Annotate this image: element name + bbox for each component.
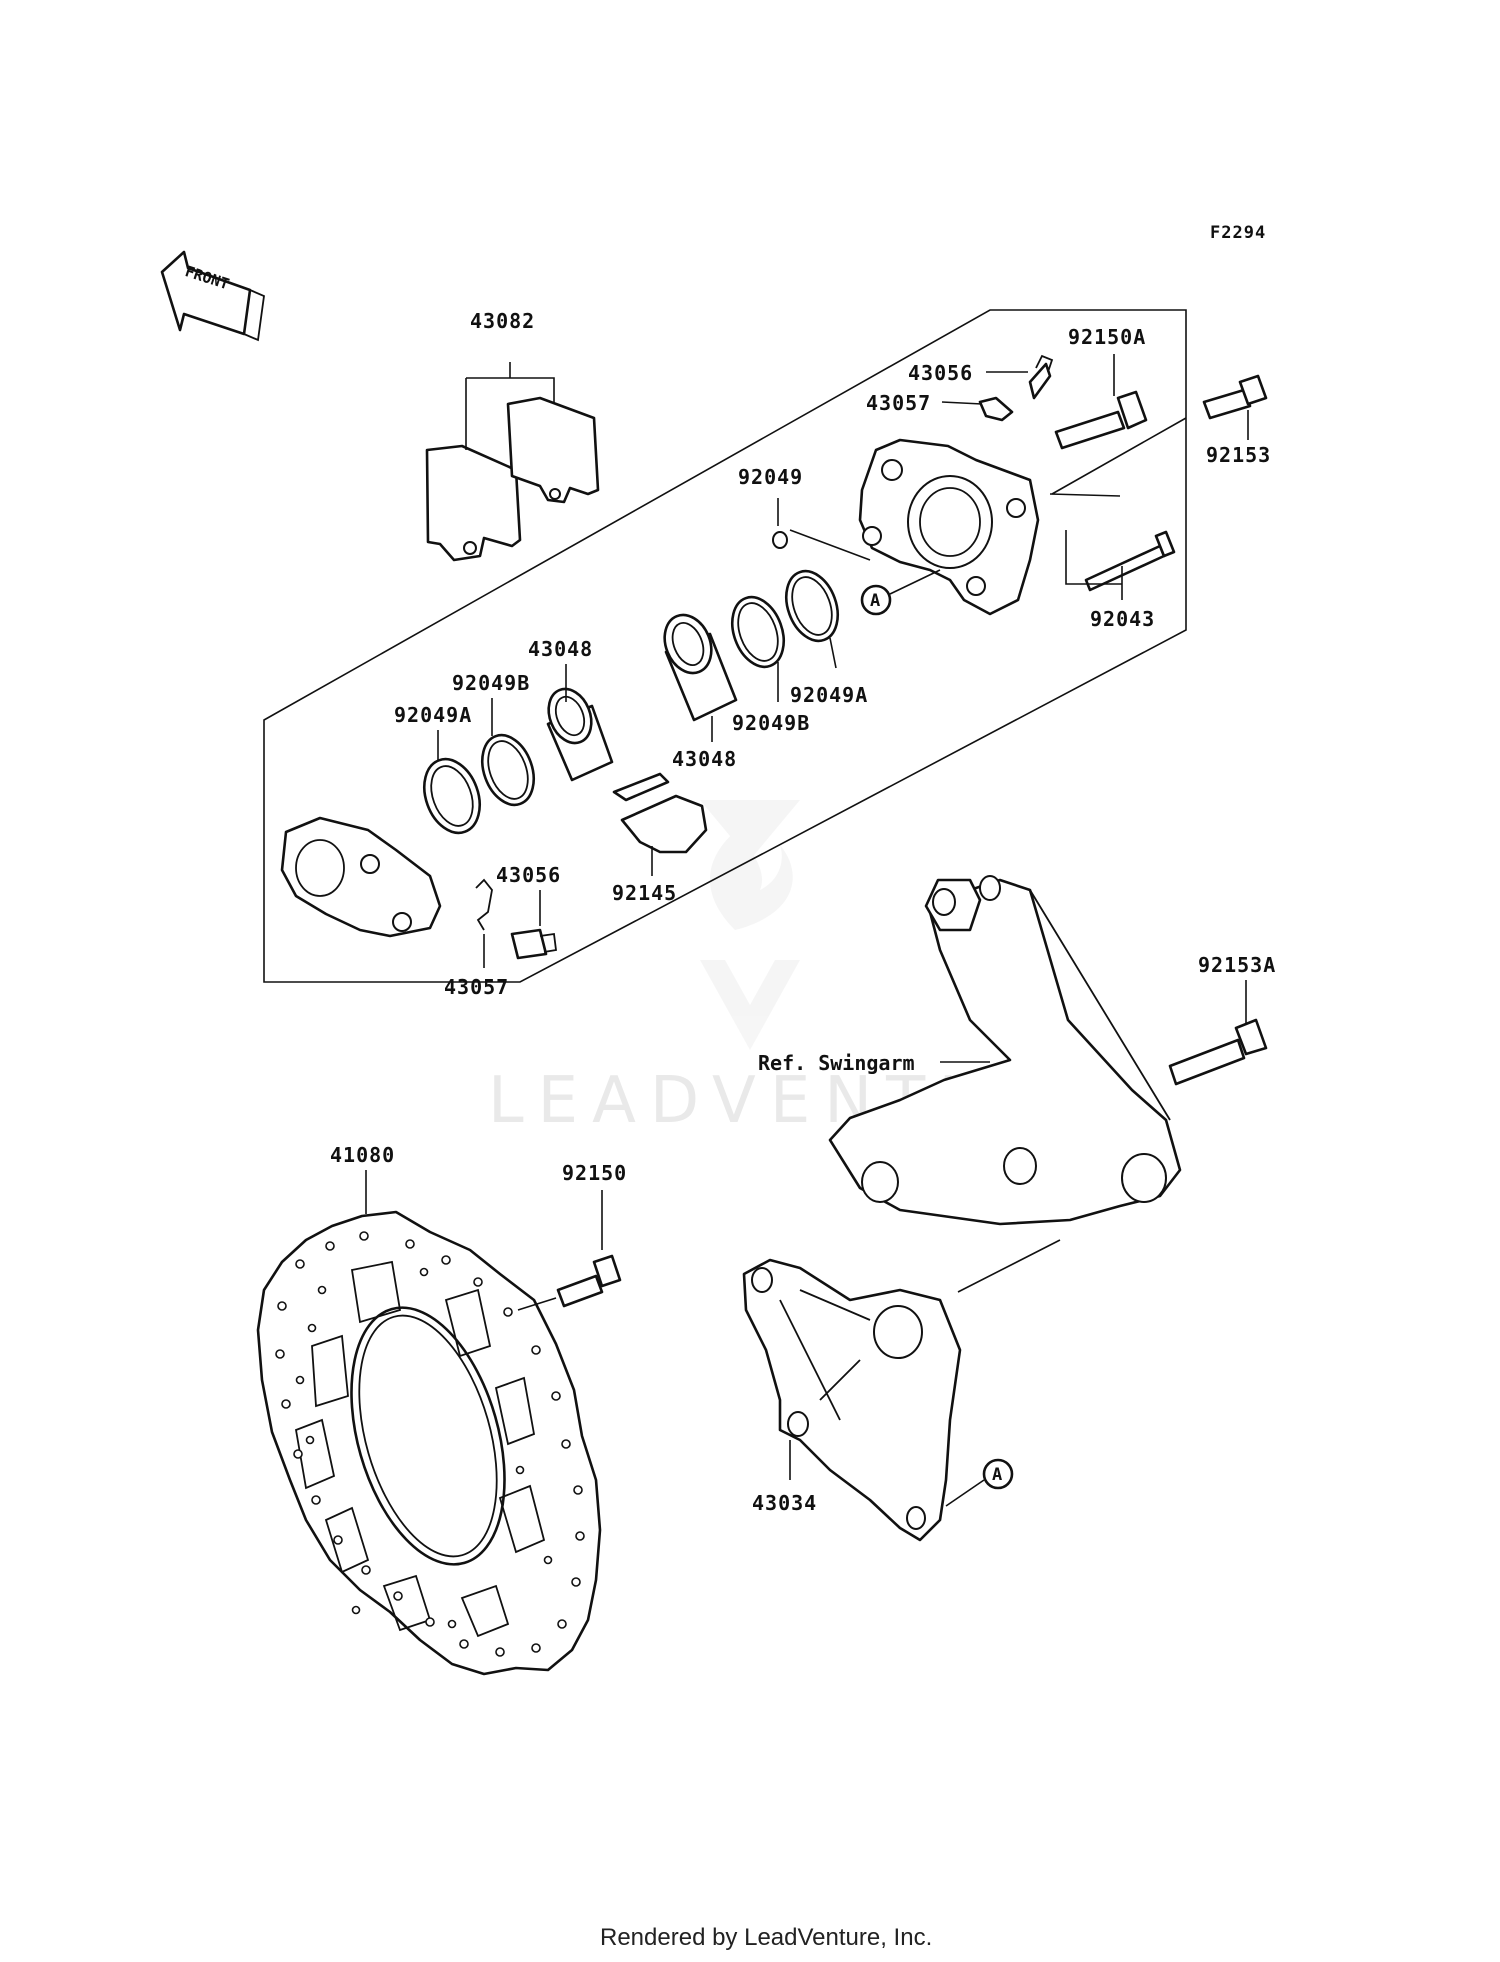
label-92150: 92150	[562, 1161, 627, 1185]
seal-92049B-right-inner	[737, 602, 779, 662]
leader-92153	[1051, 410, 1249, 495]
bleeder-valve-bottom	[510, 928, 558, 960]
label-41080: 41080	[330, 1143, 395, 1167]
bolt-92150A	[1054, 390, 1148, 450]
bleeder-cap-bottom	[475, 878, 493, 931]
brake-pads	[425, 396, 600, 562]
label-43048-left: 43048	[528, 637, 593, 661]
bleeder-cap-top	[978, 396, 1014, 422]
leader-92043	[1049, 493, 1123, 600]
label-43057-top: 43057	[866, 391, 931, 415]
label-43082: 43082	[470, 309, 535, 333]
pin-92043	[1084, 530, 1176, 592]
label-43034: 43034	[752, 1491, 817, 1515]
leader-92150	[517, 1190, 603, 1311]
callout-a-bracket: A	[945, 1458, 1014, 1507]
label-92150A: 92150A	[1068, 325, 1146, 349]
leader-92049	[777, 498, 871, 561]
caliper-body-left	[280, 816, 442, 938]
label-92153: 92153	[1206, 443, 1271, 467]
label-92049: 92049	[738, 465, 803, 489]
label-92049A-left: 92049A	[394, 703, 472, 727]
label-92153A: 92153A	[1198, 953, 1276, 977]
leader-43082	[465, 362, 555, 450]
leader-43034	[789, 1239, 1061, 1480]
brake-disc	[256, 1210, 602, 1676]
label-43056-top: 43056	[908, 361, 973, 385]
svg-text:A: A	[992, 1465, 1002, 1485]
label-92049B-left: 92049B	[452, 671, 530, 695]
callout-a-caliper: A	[860, 569, 941, 616]
bolt-92153A	[1168, 1018, 1268, 1086]
seal-92049A-right-inner	[791, 576, 833, 636]
piston-43048-right	[663, 613, 738, 722]
seal-92049A-left	[423, 757, 481, 835]
pad-spring-92145	[612, 772, 708, 854]
swingarm	[828, 875, 1182, 1226]
seal-92049A-left-inner	[430, 765, 474, 827]
seal-92049B-right	[731, 595, 785, 669]
label-43057-bottom: 43057	[444, 975, 509, 999]
label-43048-right: 43048	[672, 747, 737, 771]
svg-text:A: A	[870, 591, 880, 611]
front-arrow: FRONT	[160, 250, 265, 342]
washer-92049	[772, 531, 788, 549]
seal-92049A-right	[785, 569, 839, 643]
leader-92049A-right	[829, 637, 837, 669]
label-92049A-right: 92049A	[790, 683, 868, 707]
caliper-bracket	[742, 1258, 962, 1542]
seal-92049B-left	[481, 733, 535, 807]
bolt-92150	[556, 1254, 622, 1308]
label-92043: 92043	[1090, 607, 1155, 631]
label-43056-bottom: 43056	[496, 863, 561, 887]
seal-92049B-left-inner	[487, 740, 529, 800]
piston-43048-left	[546, 687, 614, 782]
footer-credit: Rendered by LeadVenture, Inc.	[600, 1924, 932, 1951]
caliper-assembly-frame	[263, 309, 1187, 983]
bleeder-valve-top	[1028, 354, 1054, 400]
leader-43057-top	[941, 401, 983, 405]
label-92145: 92145	[612, 881, 677, 905]
label-92049B-right: 92049B	[732, 711, 810, 735]
bolt-92153	[1202, 374, 1268, 420]
figure-code: F2294	[1210, 223, 1266, 243]
caliper-body-right	[858, 438, 1040, 616]
disc-holes	[275, 1231, 585, 1657]
ref-swingarm-label: Ref. Swingarm	[758, 1051, 915, 1075]
watermark-logo	[700, 800, 800, 1050]
